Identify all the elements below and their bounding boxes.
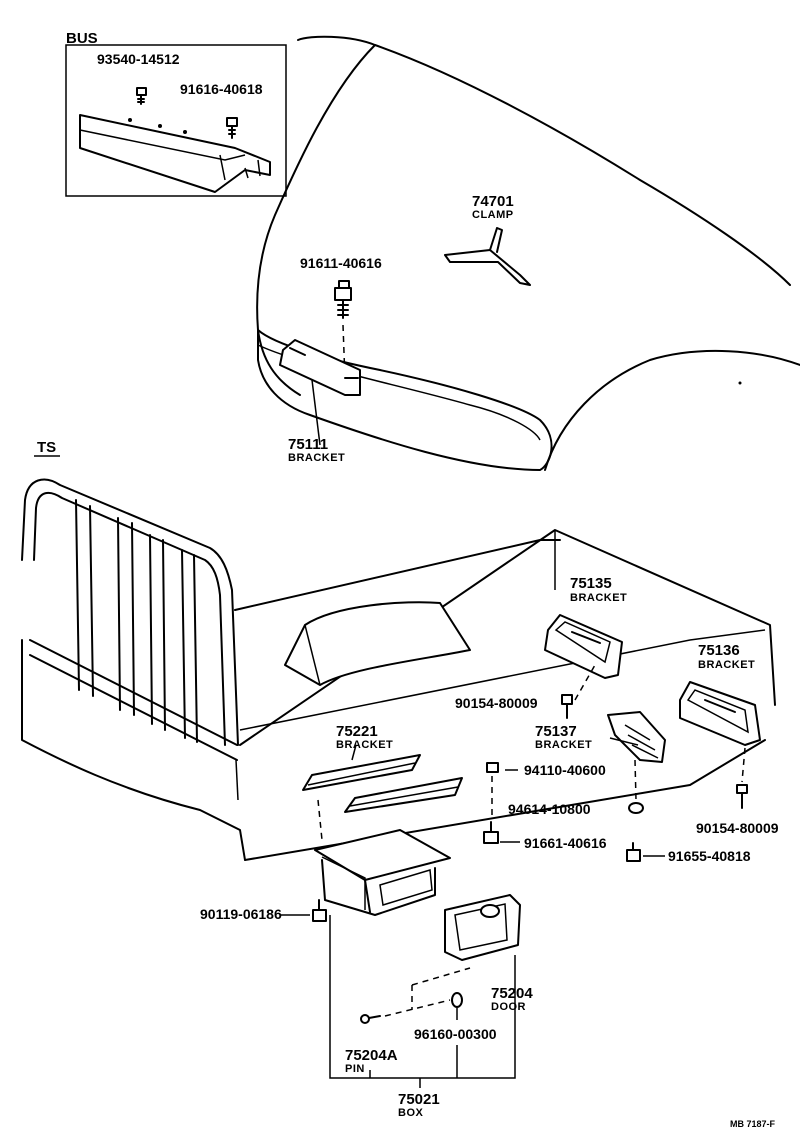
section-label-bus: BUS xyxy=(66,30,98,47)
label-74701: 74701 xyxy=(472,193,514,210)
screw-93540 xyxy=(136,87,147,105)
screw-91616 xyxy=(226,117,238,139)
bracket-75136 xyxy=(679,681,761,783)
label-91611-40616: 91611-40616 xyxy=(300,255,382,271)
name-75221: BRACKET xyxy=(336,739,393,751)
name-75204: DOOR xyxy=(491,1001,526,1013)
vehicle-body xyxy=(256,35,800,471)
bolt-90154-lower xyxy=(736,784,748,809)
label-75111: 75111 xyxy=(288,436,328,453)
label-91616-40618: 91616-40618 xyxy=(180,81,263,97)
label-75204: 75204 xyxy=(491,985,533,1002)
bracket-75221 xyxy=(302,744,463,841)
pin-75204A xyxy=(360,967,471,1024)
name-75204A: PIN xyxy=(345,1063,365,1075)
label-75021: 75021 xyxy=(398,1091,440,1108)
bus-inset-frame xyxy=(65,44,287,197)
truck-bed xyxy=(21,478,776,861)
name-75021: BOX xyxy=(398,1107,424,1119)
label-91661-40616: 91661-40616 xyxy=(524,835,607,851)
bolt-91655 xyxy=(626,842,665,862)
washer-94614 xyxy=(628,802,644,814)
nut-96160 xyxy=(451,992,463,1020)
clamp-74701 xyxy=(444,227,531,286)
name-74701: CLAMP xyxy=(472,209,514,221)
label-94110-40600: 94110-40600 xyxy=(524,762,606,778)
label-93540-14512: 93540-14512 xyxy=(97,51,180,67)
label-96160-00300: 96160-00300 xyxy=(414,1026,497,1042)
label-90154-80009-upper: 90154-80009 xyxy=(455,695,538,711)
nut-94110 xyxy=(486,762,518,820)
drawing-reference: MB 7187-F xyxy=(730,1119,776,1129)
label-90154-80009-lower: 90154-80009 xyxy=(696,820,779,836)
label-75204A: 75204A xyxy=(345,1047,398,1064)
name-75111: BRACKET xyxy=(288,452,345,464)
box-75021 xyxy=(314,829,451,916)
label-75137: 75137 xyxy=(535,723,577,740)
section-label-ts: TS xyxy=(37,439,56,456)
label-75136: 75136 xyxy=(698,642,740,659)
label-75221: 75221 xyxy=(336,723,378,740)
label-94614-10800: 94614-10800 xyxy=(508,801,591,817)
label-91655-40818: 91655-40818 xyxy=(668,848,751,864)
name-75135: BRACKET xyxy=(570,592,627,604)
bolt-91661 xyxy=(483,821,520,844)
assembly-lines xyxy=(329,915,516,1088)
bus-inset: BUS 93540-14512 91616-40618 xyxy=(65,30,287,197)
label-90119-06186: 90119-06186 xyxy=(200,906,282,922)
label-75135: 75135 xyxy=(570,575,612,592)
bolt-90119 xyxy=(280,899,327,922)
door-75204 xyxy=(444,894,521,961)
bracket-75111 xyxy=(279,339,361,446)
bolt-90154-upper xyxy=(561,664,596,719)
bracket-75135 xyxy=(544,614,623,679)
name-75136: BRACKET xyxy=(698,659,755,671)
bus-rail xyxy=(79,114,271,193)
name-75137: BRACKET xyxy=(535,739,592,751)
bracket-75137 xyxy=(607,711,666,801)
